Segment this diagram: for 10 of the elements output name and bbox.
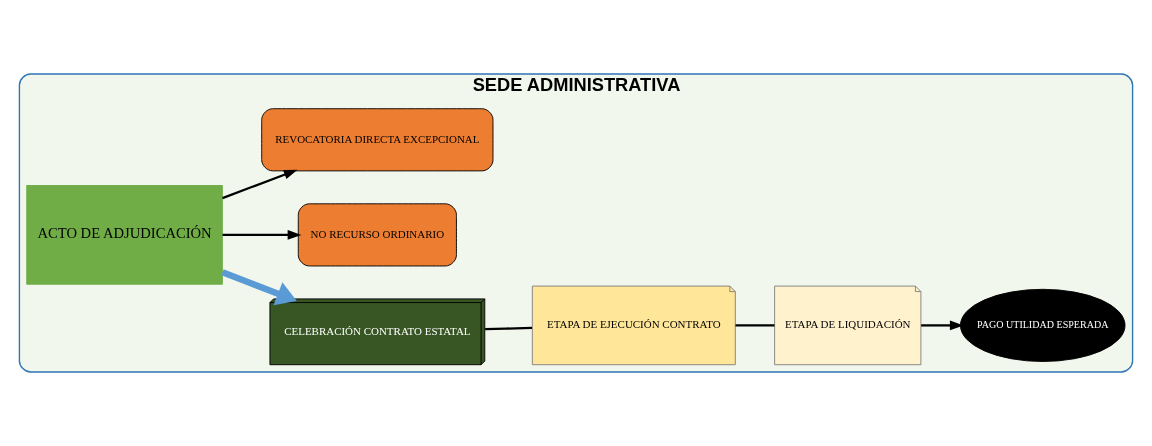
arrow <box>222 169 298 200</box>
node-box: ACTO DE ADJUDICACIÓN <box>26 185 223 285</box>
node-ellipse: PAGO UTILIDAD ESPERADA <box>959 288 1126 362</box>
arrow <box>921 320 964 331</box>
connector <box>735 324 775 327</box>
arrow <box>222 230 302 240</box>
node-box: NO RECURSO ORDINARIO <box>297 203 457 267</box>
node-box: REVOCATORIA DIRECTA EXCEPCIONAL <box>261 108 494 172</box>
arrow <box>221 269 297 306</box>
connector <box>485 326 533 331</box>
